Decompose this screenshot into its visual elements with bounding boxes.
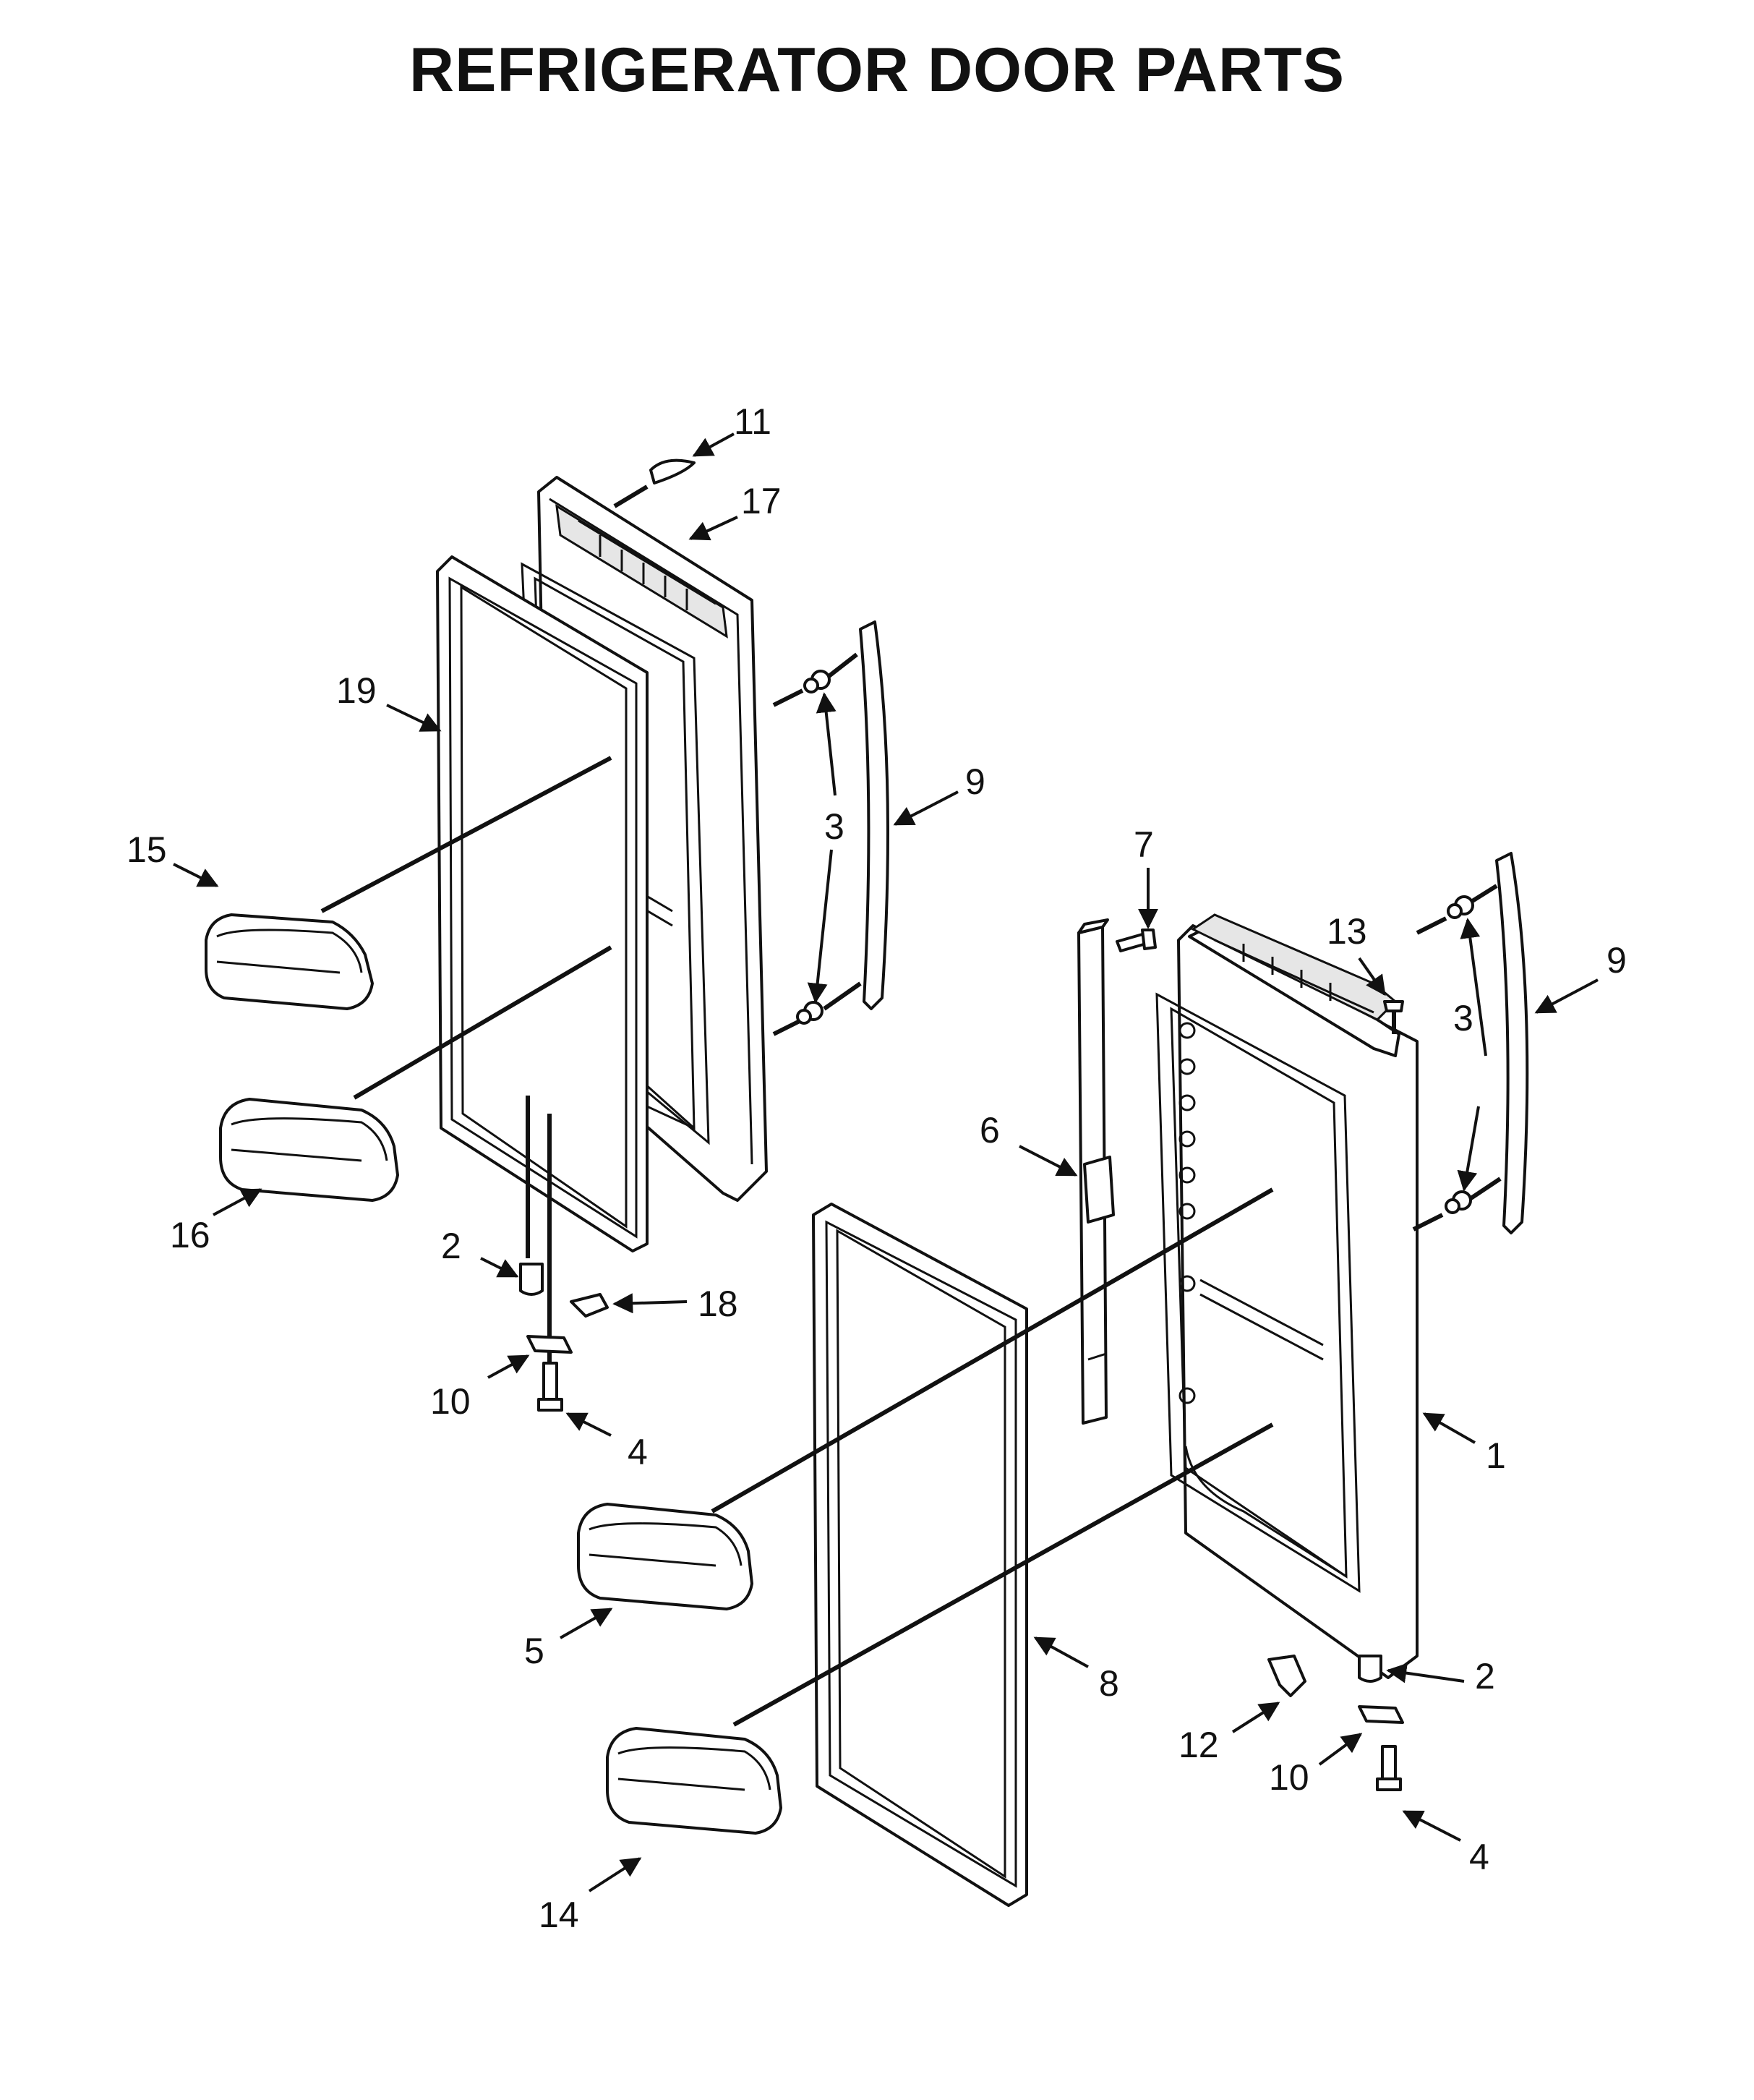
hinge-screw-4-left	[537, 1362, 563, 1412]
left-handle-9	[772, 620, 889, 1036]
right-gasket-8	[812, 1203, 1028, 1907]
callout-7: 7	[1134, 824, 1154, 865]
left-gasket-19	[436, 555, 649, 1252]
callout-2-left: 2	[441, 1226, 461, 1266]
bin-14	[606, 1422, 1274, 1835]
callout-17: 17	[741, 481, 782, 521]
hinge-screw-4-right	[1376, 1745, 1402, 1791]
page-title: REFRIGERATOR DOOR PARTS	[409, 35, 1345, 105]
hinge-plate-10-right	[1358, 1705, 1404, 1724]
callout-14: 14	[539, 1895, 579, 1935]
callout-8: 8	[1099, 1663, 1119, 1704]
callout-10-left: 10	[430, 1381, 471, 1422]
bin-15	[205, 756, 612, 1010]
screw-7	[1116, 929, 1157, 952]
callout-4-right: 4	[1469, 1837, 1489, 1877]
door-stop-18	[570, 1293, 609, 1318]
callout-2-right: 2	[1475, 1656, 1495, 1696]
callout-9-left: 9	[965, 761, 985, 802]
callout-9-right: 9	[1607, 940, 1627, 981]
bin-5	[577, 1187, 1274, 1610]
callout-1: 1	[1486, 1435, 1506, 1476]
mullion-6	[1077, 918, 1115, 1425]
hinge-bushing-2-left	[519, 1263, 544, 1296]
top-trim-11	[613, 458, 696, 508]
bin-16	[219, 945, 612, 1202]
callout-6: 6	[980, 1110, 1000, 1151]
callout-13: 13	[1327, 911, 1367, 952]
callout-4-left: 4	[628, 1432, 648, 1472]
door-stop-12	[1267, 1655, 1306, 1697]
callout-12: 12	[1178, 1725, 1219, 1765]
hinge-bushing-2-right	[1358, 1655, 1382, 1683]
callout-11: 11	[734, 401, 771, 442]
callout-3-left: 3	[824, 806, 844, 847]
callout-19: 19	[336, 670, 377, 711]
right-handle-stud-3	[1445, 895, 1474, 1214]
callout-3-right: 3	[1453, 998, 1473, 1038]
callout-5: 5	[524, 1631, 544, 1671]
right-door-1	[1155, 913, 1419, 1679]
callout-18: 18	[698, 1284, 738, 1324]
callout-labels: 11 17 19 15 16 3 9 2 18 10 4 7 13 9 3 6 …	[127, 401, 1627, 1935]
callout-10-right: 10	[1269, 1757, 1309, 1798]
hinge-plate-10-left	[526, 1335, 573, 1354]
left-handle-stud-3	[796, 670, 831, 1025]
callout-arrows	[173, 432, 1599, 1892]
right-hinge-group	[1267, 1655, 1404, 1791]
callout-15: 15	[127, 829, 167, 870]
screw-13	[1383, 1000, 1404, 1034]
left-hinge-group	[519, 1096, 609, 1412]
callout-16: 16	[170, 1215, 210, 1255]
